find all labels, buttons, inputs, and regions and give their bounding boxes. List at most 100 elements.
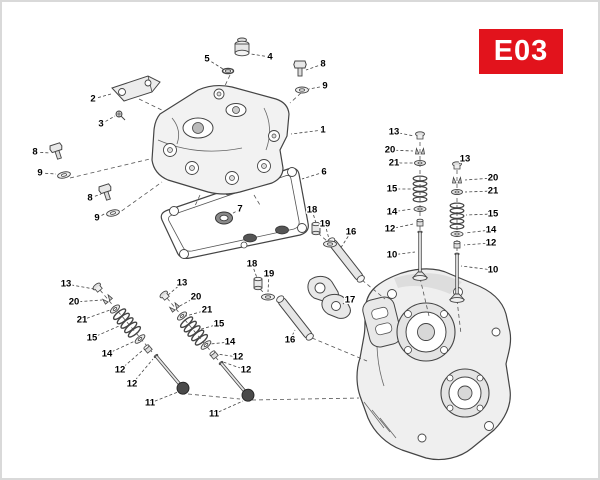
breather-fitting-drawing	[221, 37, 250, 75]
callout-leader	[464, 229, 492, 234]
callout-leader	[213, 400, 244, 415]
callout-number: 20	[488, 173, 499, 184]
callout-leader	[391, 208, 413, 213]
callout-number: 3	[98, 119, 103, 130]
callout-leader	[197, 323, 220, 331]
callout-number: 20	[385, 145, 396, 156]
callout-leader	[339, 231, 352, 250]
callout-number: 4	[267, 52, 273, 63]
callout-leader	[391, 251, 416, 256]
callout-leader	[65, 283, 95, 290]
callout-number: 15	[488, 209, 499, 220]
callout-number: 14	[225, 337, 236, 348]
callout-leader	[458, 158, 466, 165]
callout-number: 14	[387, 207, 398, 218]
callout-leader	[311, 209, 317, 224]
callout-number: 21	[488, 186, 499, 197]
gasket-drawing	[160, 167, 309, 259]
callout-number: 21	[389, 158, 400, 169]
page-code-badge: E03	[479, 29, 563, 74]
callout-number: 13	[389, 127, 400, 138]
callout-leader	[73, 299, 103, 303]
callout-leader	[464, 190, 494, 193]
rocker-assembly-drawing	[253, 221, 367, 343]
callout-leader	[216, 353, 239, 358]
callout-number: 14	[102, 349, 113, 360]
callout-leader	[340, 299, 351, 306]
callout-leader	[222, 361, 247, 371]
callout-number: 15	[87, 333, 98, 344]
callout-leader	[251, 263, 258, 279]
callout-leader	[389, 223, 414, 230]
callout-leader	[39, 172, 57, 175]
callout-leader	[100, 115, 116, 125]
callout-number: 12	[233, 352, 244, 363]
engine-block-drawing	[356, 268, 512, 461]
callout-leader	[465, 213, 494, 216]
callout-leader	[389, 149, 414, 152]
callout-leader	[96, 212, 107, 219]
rocker-arms-drawing	[307, 275, 351, 319]
callout-leader	[131, 358, 154, 385]
callout-number: 14	[486, 225, 497, 236]
callout-number: 9	[94, 213, 99, 224]
callout-leader	[308, 85, 326, 90]
callout-number: 8	[87, 193, 92, 204]
callout-number: 21	[202, 305, 213, 316]
callout-leader	[393, 131, 415, 137]
callout-number: 11	[145, 398, 156, 409]
callout-leader	[229, 208, 241, 216]
callout-number: 8	[32, 147, 37, 158]
cylinder-head-cover-drawing	[151, 84, 290, 195]
callout-number: 5	[204, 54, 210, 65]
callout-leader	[34, 151, 51, 154]
callout-number: 11	[209, 409, 220, 420]
callout-number: 12	[115, 365, 126, 376]
callout-leader	[250, 53, 271, 58]
callout-leader	[289, 329, 296, 341]
callout-number: 19	[320, 219, 331, 230]
callout-number: 20	[191, 292, 202, 303]
callout-leader	[463, 242, 492, 246]
callout-leader	[177, 296, 197, 308]
screw-drawing	[115, 110, 126, 121]
callout-number: 21	[77, 315, 88, 326]
callout-number: 18	[247, 259, 258, 270]
callout-number: 15	[214, 319, 225, 330]
callout-number: 12	[127, 379, 138, 390]
callout-number: 13	[177, 278, 188, 289]
callout-number: 18	[307, 205, 318, 216]
bracket-drawing	[111, 75, 161, 121]
round-seal-drawing	[215, 211, 233, 225]
callout-number: 7	[237, 204, 242, 215]
callout-number: 16	[346, 227, 357, 238]
callout-number: 9	[37, 168, 42, 179]
callout-leader	[301, 171, 325, 180]
callout-number: 12	[486, 238, 497, 249]
callout-number: 1	[320, 125, 326, 136]
callout-number: 12	[241, 365, 252, 376]
callout-number: 20	[69, 297, 80, 308]
callout-leader	[185, 309, 208, 317]
o-ring-drawing	[221, 67, 235, 75]
callout-number: 19	[264, 269, 275, 280]
callout-number: 13	[61, 279, 72, 290]
callout-number: 17	[345, 295, 356, 306]
callout-leader	[290, 129, 324, 135]
callout-number: 8	[320, 59, 325, 70]
callout-number: 15	[387, 184, 398, 195]
callout-leader	[209, 341, 231, 345]
callout-leader	[460, 265, 494, 271]
callout-number: 13	[460, 154, 471, 165]
callout-number: 10	[488, 265, 499, 276]
assembly-axis-lines	[69, 74, 462, 401]
callout-number: 16	[285, 335, 296, 346]
callout-number: 9	[322, 81, 327, 92]
callout-leader	[324, 223, 330, 240]
callout-number: 2	[90, 94, 95, 105]
callout-number: 6	[321, 167, 326, 178]
callout-leader	[206, 58, 224, 70]
